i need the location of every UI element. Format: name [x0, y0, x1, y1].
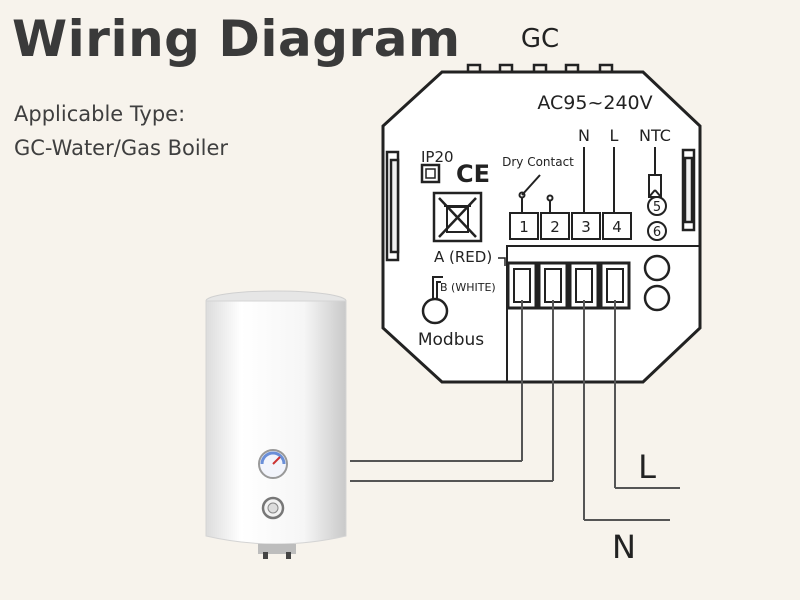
wire-a-label: A (RED): [434, 248, 492, 266]
wire-b-label: B (WHITE): [440, 281, 496, 294]
modbus-label: Modbus: [418, 330, 484, 350]
terminal-block-lower: [506, 254, 671, 312]
ce-mark: CE: [456, 160, 490, 188]
dry-contact-label: Dry Contact: [502, 155, 574, 169]
terminal-2: 2: [550, 218, 560, 236]
device-name: GC: [521, 24, 559, 54]
applicable-type-label: Applicable Type:: [14, 102, 186, 126]
terminal-block-upper: 1 2 3 4: [509, 212, 632, 240]
power-rating: AC95~240V: [537, 92, 652, 114]
side-clips: [385, 148, 696, 262]
terminal-l-label: L: [610, 126, 619, 145]
switch-icon: [518, 174, 554, 212]
terminal-4: 4: [612, 218, 622, 236]
wires: [350, 300, 680, 521]
ntc-terminal-5: 5: [653, 200, 661, 215]
ntc-terminal-6: 6: [653, 225, 661, 240]
water-heater-icon: [205, 290, 347, 559]
terminal-3: 3: [581, 218, 591, 236]
class-ii-icon: [420, 163, 441, 184]
ntc-label: NTC: [639, 126, 671, 145]
page-title: Wiring Diagram: [12, 10, 461, 68]
modbus-connector-icon: [421, 297, 449, 325]
mains-l-label: L: [638, 448, 656, 486]
mains-n-label: N: [612, 528, 636, 566]
ntc-sensor-icon: [648, 147, 662, 198]
weee-icon: [432, 191, 483, 243]
applicable-type-value: GC-Water/Gas Boiler: [14, 136, 229, 160]
terminal-1: 1: [519, 218, 529, 236]
ip-rating: IP20: [421, 148, 454, 166]
terminal-n-label: N: [578, 126, 590, 145]
